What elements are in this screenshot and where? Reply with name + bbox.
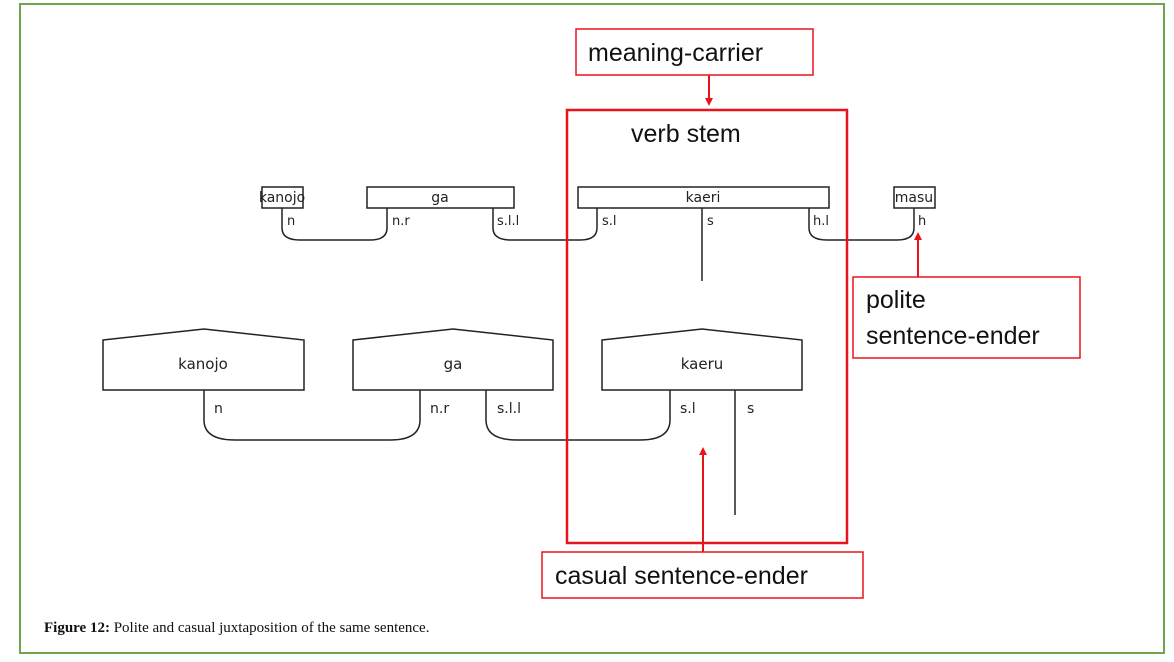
link-n <box>203 390 421 441</box>
caption-text: Polite and casual juxtaposition of the s… <box>109 620 430 636</box>
port-label: h.l <box>813 214 829 229</box>
node-word: kanojo <box>178 355 228 373</box>
figure-caption: Figure 12: Polite and casual juxtapositi… <box>44 620 429 637</box>
verb-stem-box <box>565 108 849 545</box>
polite-node-kaeri: kaeri s.l s h.l <box>577 186 830 229</box>
node-word: kaeru <box>681 355 724 373</box>
polite-ender-box <box>852 276 1081 359</box>
casual-ender-label: casual sentence-ender <box>555 562 808 590</box>
casual-ender-box <box>541 551 864 599</box>
port-label: s.l <box>680 401 696 417</box>
port-label: s.l <box>602 214 617 229</box>
meaning-carrier-box <box>575 28 814 76</box>
link-s-l <box>492 208 598 241</box>
node-word: masu <box>895 190 933 206</box>
port-label: n <box>287 214 295 229</box>
link-s-l <box>485 390 671 441</box>
polite-node-ga: ga n.r s.l.l <box>366 186 519 229</box>
port-label: n.r <box>392 214 410 229</box>
link-h <box>808 208 915 241</box>
figure-frame <box>19 3 1165 654</box>
polite-node-masu: masu h <box>893 186 936 229</box>
port-label: s <box>707 214 714 229</box>
port-label: s.l.l <box>497 401 521 417</box>
port-label: n <box>214 401 223 417</box>
polite-sentence: kanojo n ga n.r s.l.l kaeri s.l s h.l ma… <box>259 186 936 281</box>
node-word: ga <box>431 190 448 206</box>
casual-sentence: kanojo n ga n.r s.l.l kaeru s.l s <box>102 328 803 515</box>
port-label: s <box>747 401 754 417</box>
node-word: kaeri <box>686 190 721 206</box>
annotations: meaning-carrier verb stem polite sentenc… <box>541 28 1081 599</box>
node-word: kanojo <box>259 190 305 206</box>
casual-node-kanojo: kanojo n <box>102 328 305 417</box>
verb-stem-label: verb stem <box>631 120 741 148</box>
port-label: h <box>918 214 926 229</box>
polite-ender-label-line1: polite <box>866 286 926 314</box>
polite-ender-label-line2: sentence-ender <box>866 322 1040 350</box>
casual-node-kaeru: kaeru s.l s <box>601 328 803 417</box>
polite-node-kanojo: kanojo n <box>259 186 305 229</box>
caption-label: Figure 12: <box>44 620 110 636</box>
link-n <box>281 208 388 241</box>
port-label: n.r <box>430 401 449 417</box>
port-label: s.l.l <box>497 214 519 229</box>
casual-node-ga: ga n.r s.l.l <box>352 328 554 417</box>
node-word: ga <box>444 355 463 373</box>
meaning-carrier-label: meaning-carrier <box>588 39 763 67</box>
